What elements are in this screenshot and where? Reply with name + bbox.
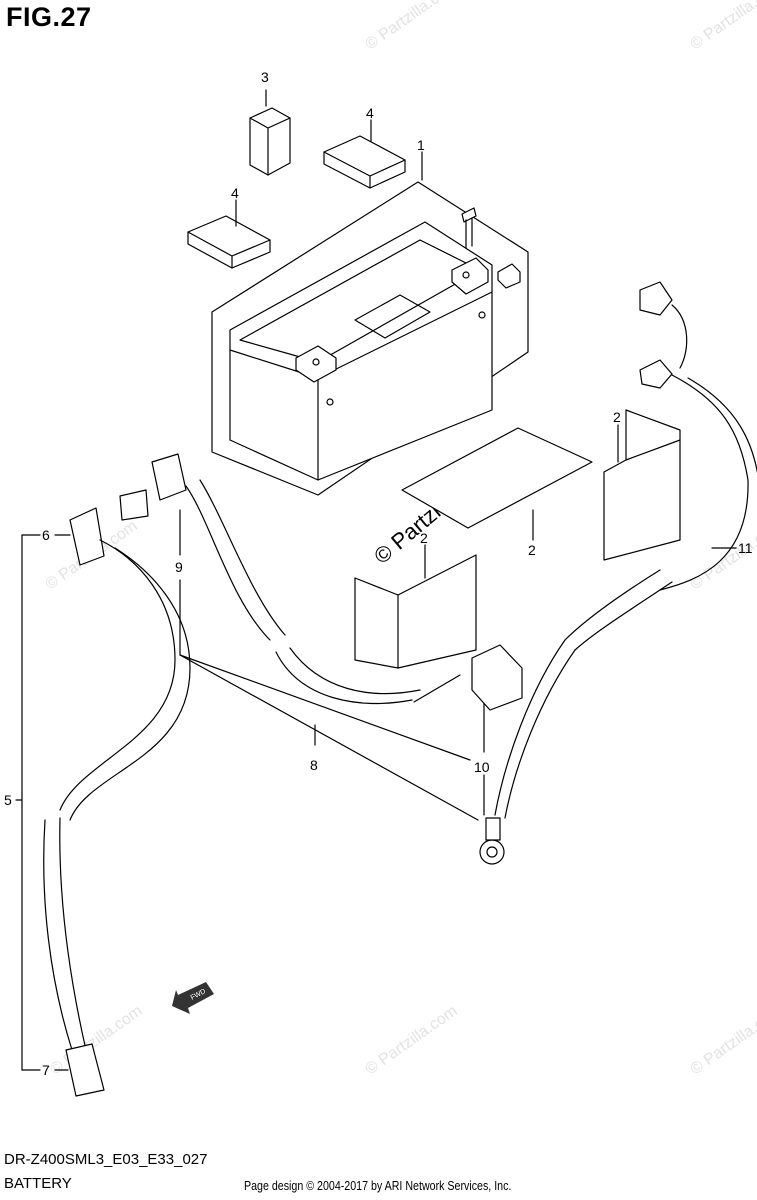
callouts: 1 3 4 4 2 2 2 5 6 7 8 9 10 11	[4, 69, 753, 1078]
callout-2-lower: 2	[420, 530, 428, 546]
callout-2-center: 2	[528, 542, 536, 558]
spacer-bracket-lower	[354, 554, 477, 669]
fwd-arrow: FWD	[172, 982, 214, 1014]
callout-7: 7	[42, 1062, 50, 1078]
fuse-box	[249, 107, 291, 176]
callout-2-right: 2	[613, 409, 621, 425]
callout-5: 5	[4, 792, 12, 808]
spacer-bracket-right	[603, 409, 681, 561]
model-code: DR-Z400SML3_E03_E33_027	[4, 1151, 208, 1168]
pad-upper	[323, 135, 406, 189]
cable-5	[43, 507, 191, 1097]
cable-8	[119, 453, 523, 711]
callout-3: 3	[261, 69, 269, 85]
watermark-2: © Partzilla.com	[688, 0, 757, 53]
copyright-footer: Page design © 2004-2017 by ARI Network S…	[244, 1178, 512, 1193]
leader-lines	[15, 89, 737, 1071]
callout-1: 1	[417, 137, 425, 153]
watermark-1: © Partzilla.com	[363, 0, 461, 53]
watermark-7: © Partzilla.com	[688, 1003, 757, 1079]
callout-10: 10	[474, 759, 490, 775]
watermark-6: © Partzilla.com	[363, 1003, 461, 1079]
section-name: BATTERY	[4, 1175, 72, 1192]
callout-6: 6	[42, 527, 50, 543]
callout-11: 11	[738, 540, 753, 556]
pad-lower	[187, 215, 271, 269]
callout-4-upper: 4	[366, 105, 374, 121]
callout-8: 8	[310, 757, 318, 773]
terminal-bolt	[461, 207, 477, 249]
callout-9: 9	[175, 559, 183, 575]
callout-4-lower: 4	[231, 185, 239, 201]
cable-11	[479, 281, 757, 865]
battery-group-outline	[211, 181, 529, 496]
battery-body	[229, 221, 493, 481]
battery-terminal-negative	[295, 345, 337, 383]
battery-terminal-positive	[451, 257, 489, 295]
spacer-sheet-center	[401, 427, 593, 529]
terminal-nut	[497, 263, 521, 289]
figure-title: FIG.27	[6, 2, 92, 32]
